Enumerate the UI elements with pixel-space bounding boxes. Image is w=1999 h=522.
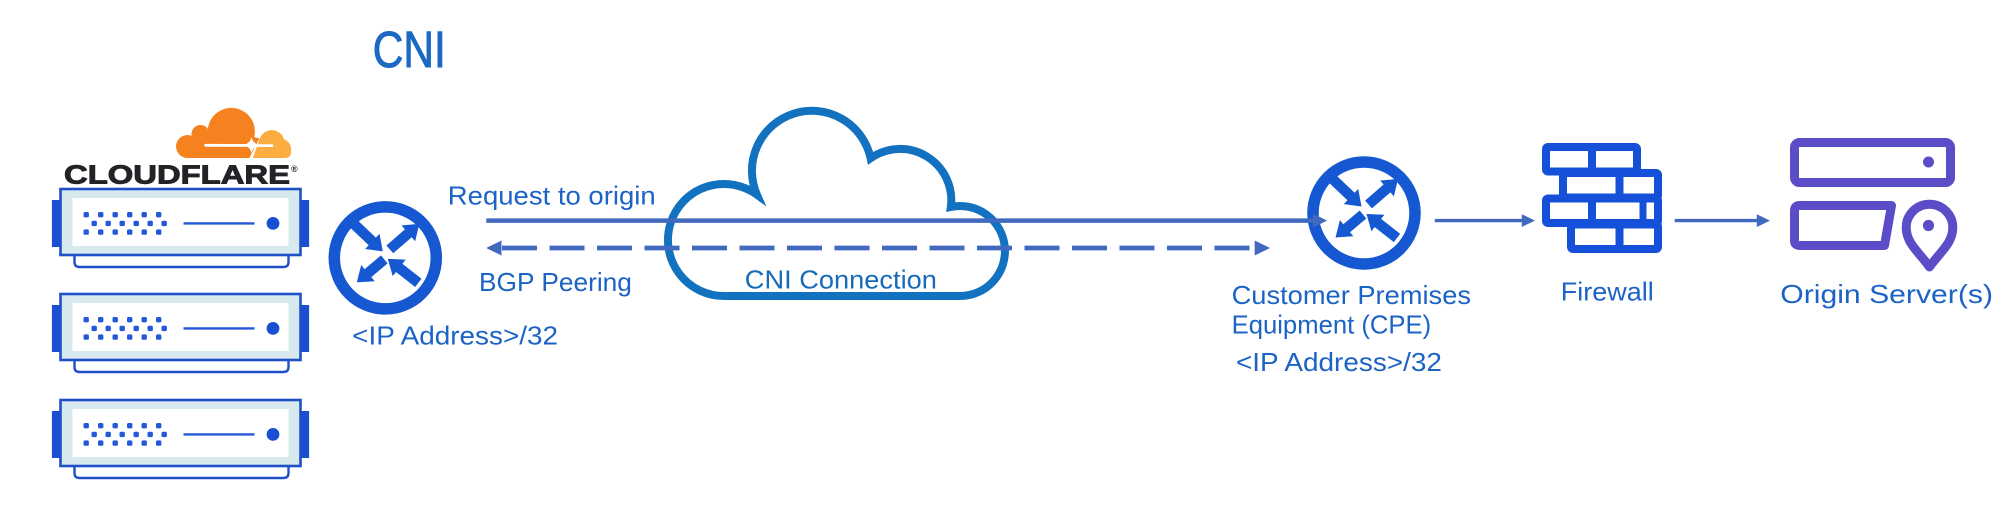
svg-text:CNI Connection: CNI Connection xyxy=(745,264,937,294)
svg-text:Firewall: Firewall xyxy=(1561,277,1654,307)
svg-text:CNI: CNI xyxy=(373,21,446,78)
svg-text:BGP Peering: BGP Peering xyxy=(479,267,632,297)
svg-text:Customer Premises: Customer Premises xyxy=(1232,280,1471,310)
svg-text:CLOUDFLARE: CLOUDFLARE xyxy=(64,160,290,190)
svg-text:Origin Server(s): Origin Server(s) xyxy=(1780,279,1993,309)
svg-text:<IP Address>/32: <IP Address>/32 xyxy=(352,321,558,351)
svg-text:®: ® xyxy=(291,164,298,174)
svg-text:Equipment (CPE): Equipment (CPE) xyxy=(1232,310,1432,340)
svg-text:<IP Address>/32: <IP Address>/32 xyxy=(1236,347,1442,377)
svg-text:Request to origin: Request to origin xyxy=(448,181,656,211)
